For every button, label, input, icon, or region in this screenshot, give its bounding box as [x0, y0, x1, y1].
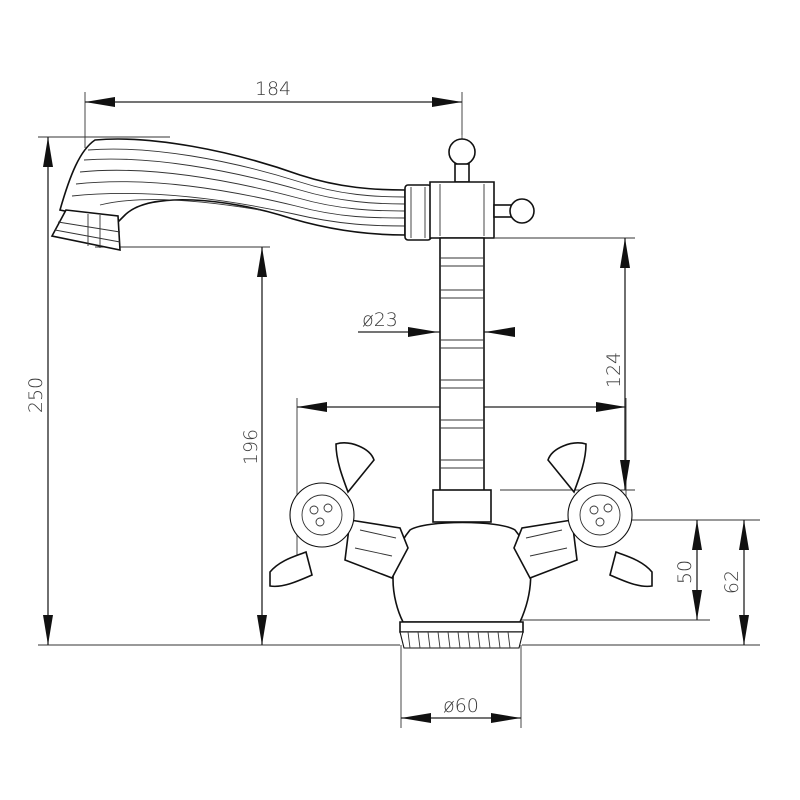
dimension-d60: ø60: [400, 645, 522, 728]
dimension-124: 124: [495, 237, 635, 491]
faucet-outline: [50, 135, 653, 649]
spout-collar: [404, 184, 432, 241]
dimension-label-50: 50: [674, 560, 696, 584]
dimension-label-62: 62: [721, 570, 743, 594]
dimension-label-d60: ø60: [443, 695, 479, 717]
lower-body: [392, 521, 532, 633]
dimension-184: 184: [84, 78, 463, 148]
dimension-62: 62: [522, 520, 760, 646]
spout: [50, 138, 406, 251]
dimension-label-184: 184: [255, 78, 291, 100]
dimension-label-196: 196: [240, 429, 262, 465]
dimension-196: 196: [95, 246, 270, 645]
top-knob: [429, 138, 535, 239]
left-handle: [269, 442, 409, 588]
dimension-label-d23: ø23: [362, 309, 398, 331]
base-ring: [399, 631, 524, 649]
dimension-250: 250: [25, 136, 400, 646]
dimension-d23: ø23: [358, 309, 515, 337]
central-column: [432, 237, 492, 523]
right-handle: [513, 442, 653, 588]
dimension-label-124: 124: [603, 352, 625, 388]
dimension-label-250: 250: [25, 377, 47, 413]
